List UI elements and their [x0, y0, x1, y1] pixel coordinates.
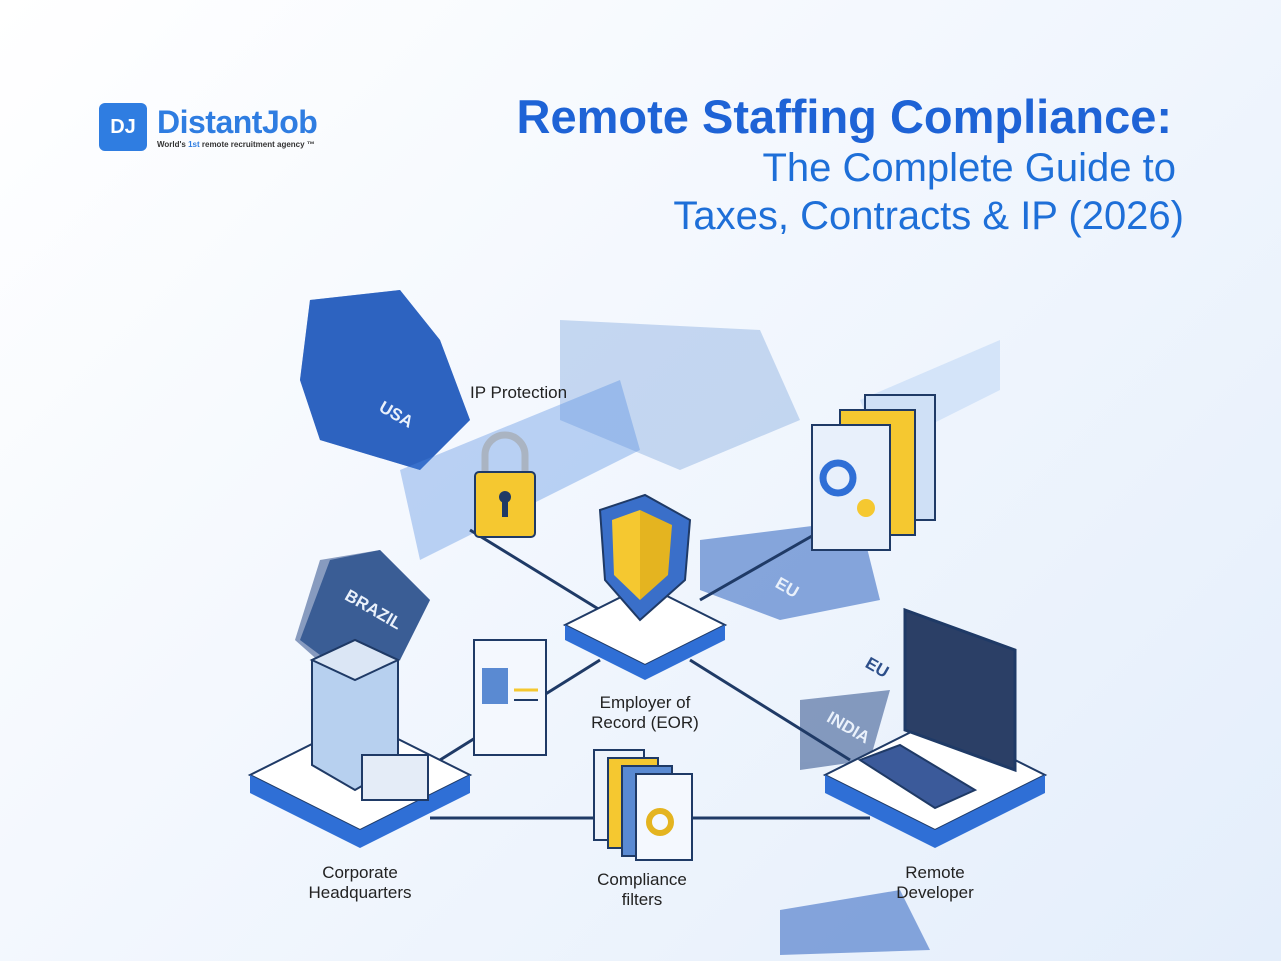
title-line-3: Taxes, Contracts & IP (2026): [673, 194, 1184, 238]
data-beam: [400, 380, 640, 560]
developer-platform[interactable]: [822, 607, 1048, 848]
title-line-1: Remote Staffing Compliance:: [516, 90, 1172, 143]
logo-name: DistantJob: [157, 103, 318, 140]
compliance-filters-icon: [593, 749, 693, 861]
contract-document-icon: [473, 639, 547, 756]
keyboard-icon: [857, 743, 978, 810]
checklist-documents-icon: [811, 340, 1000, 551]
hq-platform[interactable]: [247, 638, 473, 848]
label-ip-protection: IP Protection: [470, 383, 568, 402]
logo-tagline: World's 1st remote recruitment agency ™: [157, 139, 315, 149]
padlock-icon: [474, 431, 536, 538]
title-line-2: The Complete Guide to: [762, 146, 1176, 190]
eor-platform[interactable]: [562, 493, 728, 680]
usa-shape: [300, 290, 470, 470]
brazil-shape: [300, 550, 430, 670]
page-title: Remote Staffing Compliance: The Complete…: [517, 90, 1184, 240]
distantjob-logo: DJ DistantJob World's 1st remote recruit…: [99, 103, 318, 151]
monitor-icon: [903, 607, 1017, 773]
logo-mark: DJ: [99, 103, 147, 151]
